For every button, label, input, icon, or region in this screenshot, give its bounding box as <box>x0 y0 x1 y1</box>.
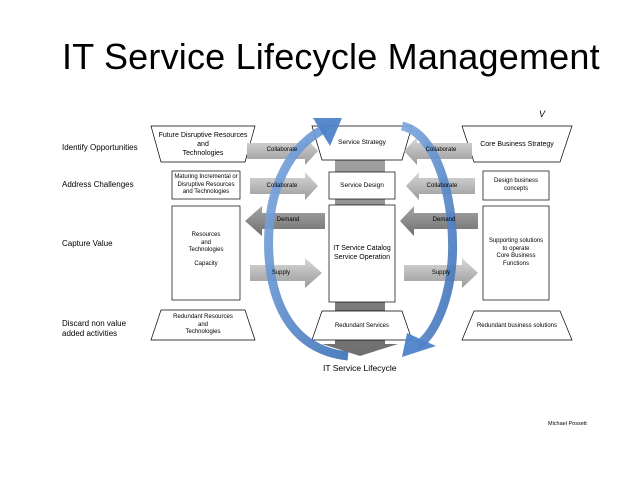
right-bottom-text: Redundant business solutions <box>476 323 558 329</box>
left-bottom-trapezoid <box>150 309 256 341</box>
right-top-text: Core Business Strategy <box>480 141 554 148</box>
left-top-line-3: Technologies <box>182 150 224 157</box>
row-label-identify: Identify Opportunities <box>62 143 138 152</box>
corner-mark: V <box>539 109 546 119</box>
cycle-arrowhead-right <box>402 333 436 357</box>
left-demand-label: Demand <box>276 217 300 223</box>
right-supply-label: Supply <box>431 270 451 276</box>
left-collab-mid-arrow <box>250 172 318 200</box>
right-big-text: Supporting solutions to operate Core Bus… <box>483 238 549 268</box>
right-collab-top-label: Collaborate <box>425 147 457 153</box>
left-supply-label: Supply <box>271 270 291 276</box>
right-demand-arrow <box>400 206 478 236</box>
left-top-line-1: Future Disruptive Resources <box>158 132 248 139</box>
center-big-box <box>328 204 396 303</box>
left-mid-line-3: and Technologies <box>182 189 230 195</box>
center-big-line-2: Service Operation <box>333 254 391 261</box>
cycle-arrow-right <box>400 121 458 349</box>
left-top-line-2: and <box>197 141 209 148</box>
right-big-line-3: Core Business <box>496 253 536 259</box>
left-collab-top-label: Collaborate <box>266 147 298 153</box>
right-bottom-trapezoid <box>461 310 573 341</box>
cycle-arrowhead-left <box>313 118 342 146</box>
center-bottom-text: Redundant Services <box>334 323 390 329</box>
center-top-text: Service Strategy <box>338 139 386 146</box>
right-big-line-1: Supporting solutions <box>488 238 544 244</box>
right-mid-line-1: Design business <box>493 178 539 184</box>
left-bottom-text: Redundant Resources and Technologies <box>151 314 255 337</box>
left-big-line-2: and <box>200 239 211 246</box>
left-top-trapezoid <box>150 125 256 163</box>
row-label-address: Address Challenges <box>62 180 134 189</box>
left-mid-line-2: Disruptive Resources <box>177 181 235 188</box>
right-big-line-2: to operate <box>502 245 530 252</box>
center-big-line-1: IT Service Catalog <box>333 245 391 252</box>
cycle-arrow-left <box>264 123 349 361</box>
left-top-text: Future Disruptive Resources and Technolo… <box>151 131 255 158</box>
left-big-line-1: Resources <box>191 232 221 238</box>
left-collab-mid-label: Collaborate <box>266 183 298 189</box>
row-label-discard-2: added activities <box>62 329 118 338</box>
center-top-trapezoid <box>311 125 413 161</box>
left-mid-text: Maturing Incremental or Disruptive Resou… <box>168 174 244 197</box>
right-supply-arrow <box>404 258 478 288</box>
left-big-line-4: Capacity <box>194 260 218 267</box>
left-big-line-3: Technologies <box>188 247 224 253</box>
left-mid-box <box>171 170 241 200</box>
left-big-box <box>171 205 241 301</box>
right-big-box <box>482 205 550 301</box>
right-mid-box <box>482 170 550 201</box>
page-title: IT Service Lifecycle Management <box>62 36 600 77</box>
right-demand-label: Demand <box>432 217 456 223</box>
lifecycle-label: IT Service Lifecycle <box>323 363 397 373</box>
left-mid-line-1: Maturing Incremental or <box>174 174 238 180</box>
right-collab-mid-arrow <box>406 172 475 200</box>
center-big-text: IT Service Catalog Service Operation <box>325 244 399 262</box>
left-big-text: Resources and Technologies Capacity <box>172 232 240 268</box>
left-bottom-line-3: Technologies <box>185 329 221 335</box>
row-label-discard-1: Discard non value <box>62 319 127 328</box>
author-credit: Michael Possett <box>548 421 587 427</box>
right-collab-mid-label: Collaborate <box>426 183 458 189</box>
left-bottom-line-1: Redundant Resources <box>173 314 233 320</box>
right-big-line-4: Functions <box>502 260 529 267</box>
center-mid-box <box>328 171 396 200</box>
left-bottom-line-2: and <box>197 321 208 328</box>
center-mid-text: Service Design <box>340 182 384 189</box>
right-collab-top-arrow <box>404 137 472 165</box>
row-label-capture: Capture Value <box>62 239 113 248</box>
right-mid-line-2: concepts <box>503 185 528 192</box>
right-mid-text: Design business concepts <box>483 178 549 193</box>
